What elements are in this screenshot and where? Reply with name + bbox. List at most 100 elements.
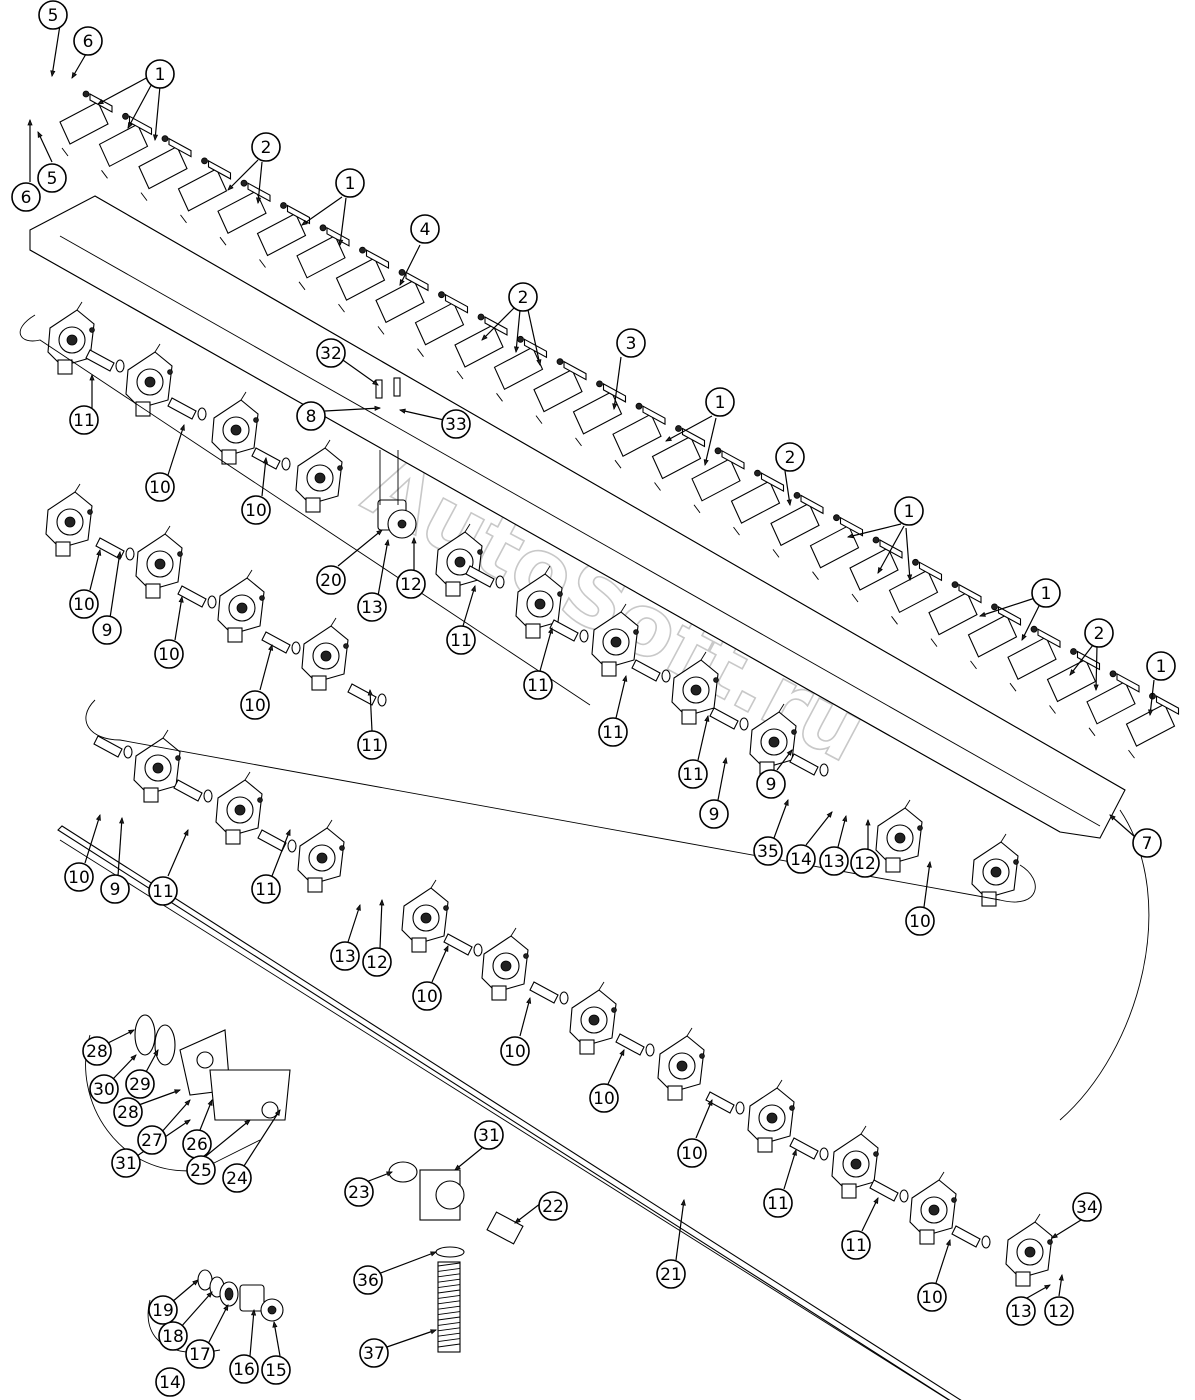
- leader-line: [135, 1089, 181, 1107]
- spacer-tube: [705, 1091, 745, 1115]
- spacer-tube: [443, 933, 483, 957]
- callout-number: 12: [366, 953, 388, 973]
- callout-number: 10: [681, 1144, 703, 1164]
- callout: 1: [1146, 651, 1176, 681]
- gearbox-unit: [45, 483, 93, 557]
- spacer-tube: [347, 683, 387, 707]
- callout-number: 33: [445, 415, 467, 435]
- leader-line: [347, 904, 361, 943]
- spacer-tube: [789, 1137, 829, 1161]
- callout: 5: [37, 163, 67, 193]
- leader-line: [519, 997, 531, 1037]
- callout: 10: [64, 862, 94, 892]
- callout-number: 5: [48, 6, 59, 26]
- spacer-tube: [549, 619, 589, 643]
- callout: 13: [1006, 1296, 1036, 1326]
- leader-line: [1149, 679, 1155, 716]
- leader-line: [383, 1329, 437, 1349]
- callout-number: 37: [363, 1344, 385, 1364]
- callout: 23: [344, 1177, 374, 1207]
- callout-number: 21: [660, 1265, 682, 1285]
- callout-number: 10: [158, 645, 180, 665]
- gearbox-unit: [971, 833, 1019, 907]
- callout: 12: [362, 947, 392, 977]
- callout-number: 31: [115, 1154, 137, 1174]
- callout: 11: [148, 876, 178, 906]
- callout-number: 5: [47, 169, 58, 189]
- callout: 10: [240, 690, 270, 720]
- callout-number: 11: [73, 411, 95, 431]
- callout: 30: [89, 1074, 119, 1104]
- leader-line: [127, 77, 156, 129]
- callout-number: 18: [162, 1327, 184, 1347]
- leader-line: [935, 1239, 951, 1284]
- gearbox-unit: [301, 617, 349, 691]
- spacer-tube: [167, 397, 207, 421]
- cover-plate: [928, 581, 982, 647]
- callout-number: 10: [909, 912, 931, 932]
- cover-plate: [296, 224, 350, 291]
- cover-plate: [256, 202, 311, 268]
- callout-number: 29: [129, 1075, 151, 1095]
- spacer-tube: [951, 1225, 991, 1249]
- callout-number: 10: [593, 1089, 615, 1109]
- gearbox-unit: [1005, 1213, 1053, 1287]
- leader-line: [1109, 814, 1136, 838]
- callout: 12: [396, 569, 426, 599]
- gearbox-unit: [909, 1171, 957, 1245]
- gearbox-unit: [749, 703, 797, 777]
- leader-line: [399, 244, 421, 286]
- leader-line: [369, 689, 373, 732]
- callout-number: 10: [921, 1288, 943, 1308]
- leader-line: [271, 829, 291, 877]
- leader-line: [301, 196, 343, 226]
- leader-line: [205, 1119, 251, 1157]
- callout: 20: [316, 565, 346, 595]
- hub-parts: [197, 1269, 284, 1322]
- callout-number: 30: [93, 1080, 115, 1100]
- callout-number: 1: [904, 502, 915, 522]
- cover-plate: [612, 402, 666, 469]
- callout: 25: [186, 1155, 216, 1185]
- leader-line: [399, 409, 445, 421]
- leader-line: [97, 75, 151, 105]
- callout-number: 11: [152, 882, 174, 902]
- side-frame-detail: [134, 1014, 291, 1121]
- callout: 6: [11, 182, 41, 212]
- callout: 15: [261, 1355, 291, 1385]
- leader-line: [1069, 644, 1094, 676]
- sprocket-assembly: [375, 377, 417, 539]
- cover-plate: [375, 268, 429, 335]
- gearbox-unit: [569, 981, 617, 1055]
- leader-line: [905, 527, 911, 581]
- callout: 36: [353, 1265, 383, 1295]
- leader-line: [117, 817, 123, 877]
- callout: 13: [357, 592, 387, 622]
- leader-line: [377, 1251, 437, 1275]
- callout: 27: [137, 1125, 167, 1155]
- leader-line: [979, 597, 1036, 617]
- callout-number: 10: [245, 501, 267, 521]
- leader-line: [1021, 603, 1041, 641]
- callout-number: 1: [1041, 584, 1052, 604]
- leader-line: [51, 24, 61, 77]
- spacer-tube: [85, 349, 125, 373]
- leader-line: [805, 811, 833, 846]
- callout-number: 1: [715, 393, 726, 413]
- callout-number: 2: [785, 448, 796, 468]
- callout: 2: [775, 442, 805, 472]
- callout-number: 6: [83, 32, 94, 52]
- leader-line: [615, 675, 627, 719]
- callout-number: 23: [348, 1183, 370, 1203]
- callout: 9: [100, 874, 130, 904]
- callout-number: 8: [306, 407, 317, 427]
- callout-number: 12: [854, 854, 876, 874]
- leader-line: [227, 159, 259, 191]
- callout-number: 31: [478, 1126, 500, 1146]
- callout: 28: [82, 1036, 112, 1066]
- gearbox-unit: [831, 1125, 879, 1199]
- leader-line: [261, 457, 267, 497]
- leader-line: [259, 644, 273, 691]
- callout: 11: [678, 759, 708, 789]
- callout-number: 1: [1156, 657, 1167, 677]
